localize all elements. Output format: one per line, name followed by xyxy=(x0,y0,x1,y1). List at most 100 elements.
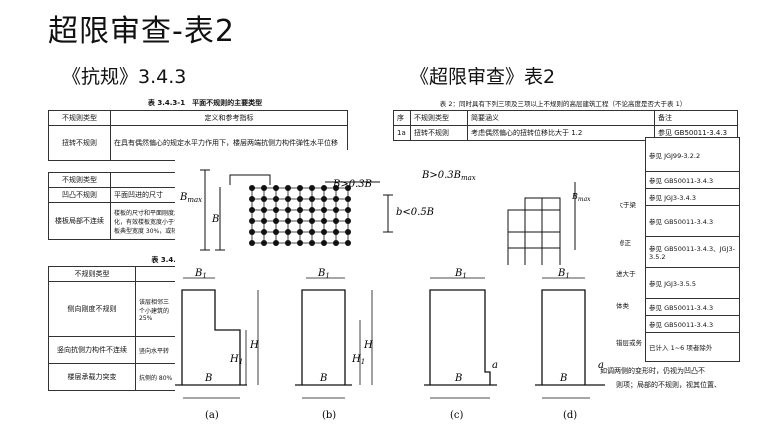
fragment-text: 层大于梁 xyxy=(610,201,636,209)
label-h-a: H xyxy=(249,340,259,351)
column-dot xyxy=(297,218,303,224)
elevation-b xyxy=(295,277,373,399)
column-dot xyxy=(285,196,291,202)
column-dot xyxy=(333,207,339,213)
table-cell: 抗侧的 80% xyxy=(135,363,178,391)
column-dot xyxy=(345,240,351,246)
column-dot xyxy=(297,229,303,235)
right-table-fragment: 错层或务 xyxy=(616,339,642,347)
table-row: 楼层承载力突变 抗侧的 80% xyxy=(48,363,178,391)
table-row: 参见 GB50011-3.4.3 xyxy=(645,205,740,237)
left-table-3-caption: 表 3.4.3-2 xyxy=(151,256,189,264)
column-dot xyxy=(261,229,267,235)
column-dot xyxy=(261,185,267,191)
label-b-c: B xyxy=(454,373,462,384)
column-dot xyxy=(273,218,279,224)
column-dot xyxy=(261,196,267,202)
panel-label-b: (b) xyxy=(322,410,336,421)
label-top-right: B>0.3B xyxy=(332,179,372,190)
label-b-d: B xyxy=(559,373,567,384)
footnote-line-1: 如调两侧的变形时，仍视为凹凸不 xyxy=(600,367,705,375)
plan-grid-diagram xyxy=(200,169,380,251)
label-bmax: Bmax xyxy=(179,192,202,204)
table-cell: 参见 GB50011-3.4.3、JGJ3-3.5.2 xyxy=(645,236,740,268)
column-dot xyxy=(273,196,279,202)
column-dot xyxy=(285,240,291,246)
label-b-gt: B>0.3Bmax xyxy=(421,170,476,182)
table-cell: 参见 GB50011-3.4.3 xyxy=(645,205,740,237)
column-dot xyxy=(321,229,327,235)
left-table-1-caption: 表 3.4.3-1 平面不规则的主要类型 xyxy=(147,99,263,107)
label-b-lt: b<0.5B xyxy=(396,207,434,218)
label-b1-d: B1 xyxy=(557,268,570,280)
column-dot xyxy=(249,185,255,191)
column-dot xyxy=(273,240,279,246)
right-table-remarks: 参见 JGJ99-3.2.2 参见 GB50011-3.4.3 参见 JGJ3-… xyxy=(645,137,740,363)
column-dot xyxy=(261,218,267,224)
column-dot xyxy=(333,218,339,224)
column-dot xyxy=(261,207,267,213)
column-dot xyxy=(309,229,315,235)
label-a-d: a xyxy=(598,360,604,371)
label-h1-a: H1 xyxy=(229,354,243,366)
column-dot xyxy=(345,185,351,191)
table-cell: 侧向刚度不规则 xyxy=(48,281,136,337)
column-dot xyxy=(333,185,339,191)
column-dot xyxy=(273,185,279,191)
column-dot xyxy=(345,229,351,235)
column-dot xyxy=(333,229,339,235)
right-heading: 《超限审查》表2 xyxy=(410,66,556,88)
elevation-c xyxy=(424,277,497,399)
right-table-fragment: 进大于 xyxy=(616,270,636,278)
table-cell: 考虑偶然偏心的扭转位移比大于 1.2 xyxy=(467,125,655,141)
table-header-row: 序 不规则类型 简要涵义 备注 xyxy=(393,110,738,126)
column-dot xyxy=(309,185,315,191)
column-dot xyxy=(309,207,315,213)
table-row: 侧向刚度不规则 该层相邻三个小建筑的 25% xyxy=(48,281,178,337)
elevation-a xyxy=(175,277,259,399)
table-row: 已计入 1~6 项者除外 xyxy=(645,332,740,362)
column-dot xyxy=(309,218,315,224)
slide-title: 超限审查-表2 xyxy=(48,14,235,49)
table-cell: 该层相邻三个小建筑的 25% xyxy=(135,281,178,337)
column-dot xyxy=(321,218,327,224)
right-table-fragment: 层大于梁 xyxy=(610,200,644,210)
table-cell: 扭转不规则 xyxy=(48,125,111,161)
column-dot xyxy=(345,207,351,213)
column-dot xyxy=(249,196,255,202)
column-dot xyxy=(297,240,303,246)
column-dot xyxy=(297,196,303,202)
column-dot xyxy=(249,207,255,213)
panel-label-a: (a) xyxy=(205,410,219,421)
column-dot xyxy=(321,196,327,202)
column-dot xyxy=(249,240,255,246)
column-dot xyxy=(249,229,255,235)
column-dot xyxy=(309,196,315,202)
elevation-d xyxy=(535,277,605,399)
column-dot xyxy=(285,229,291,235)
label-b-a: B xyxy=(204,373,212,384)
column-dot xyxy=(285,218,291,224)
label-right-bmax: Bmax xyxy=(571,192,591,203)
column-dot xyxy=(273,207,279,213)
column-dot xyxy=(273,229,279,235)
label-b-b: B xyxy=(319,373,327,384)
column-dot xyxy=(285,185,291,191)
column-dot xyxy=(285,207,291,213)
column-dot xyxy=(261,240,267,246)
column-dot xyxy=(297,207,303,213)
label-b: B xyxy=(211,214,219,225)
column-dot xyxy=(249,218,255,224)
panel-label-d: (d) xyxy=(563,410,577,421)
label-b1-a: B1 xyxy=(194,268,207,280)
footnote-line-2: 则项；局部的不规则，视其位置、 xyxy=(616,381,721,389)
label-h-b: H xyxy=(363,340,373,351)
left-table-3: 不规则类型 侧向刚度不规则 该层相邻三个小建筑的 25% 竖向抗侧力构件不连续 … xyxy=(48,266,178,391)
table-cell: 楼板局部不连续 xyxy=(48,202,111,240)
right-table-fragment: 体类 xyxy=(616,302,629,310)
table-cell: 楼层承载力突变 xyxy=(48,363,136,391)
left-heading: 《抗规》3.4.3 xyxy=(62,66,187,88)
opening-plan-diagram xyxy=(383,182,576,265)
column-dot xyxy=(333,240,339,246)
